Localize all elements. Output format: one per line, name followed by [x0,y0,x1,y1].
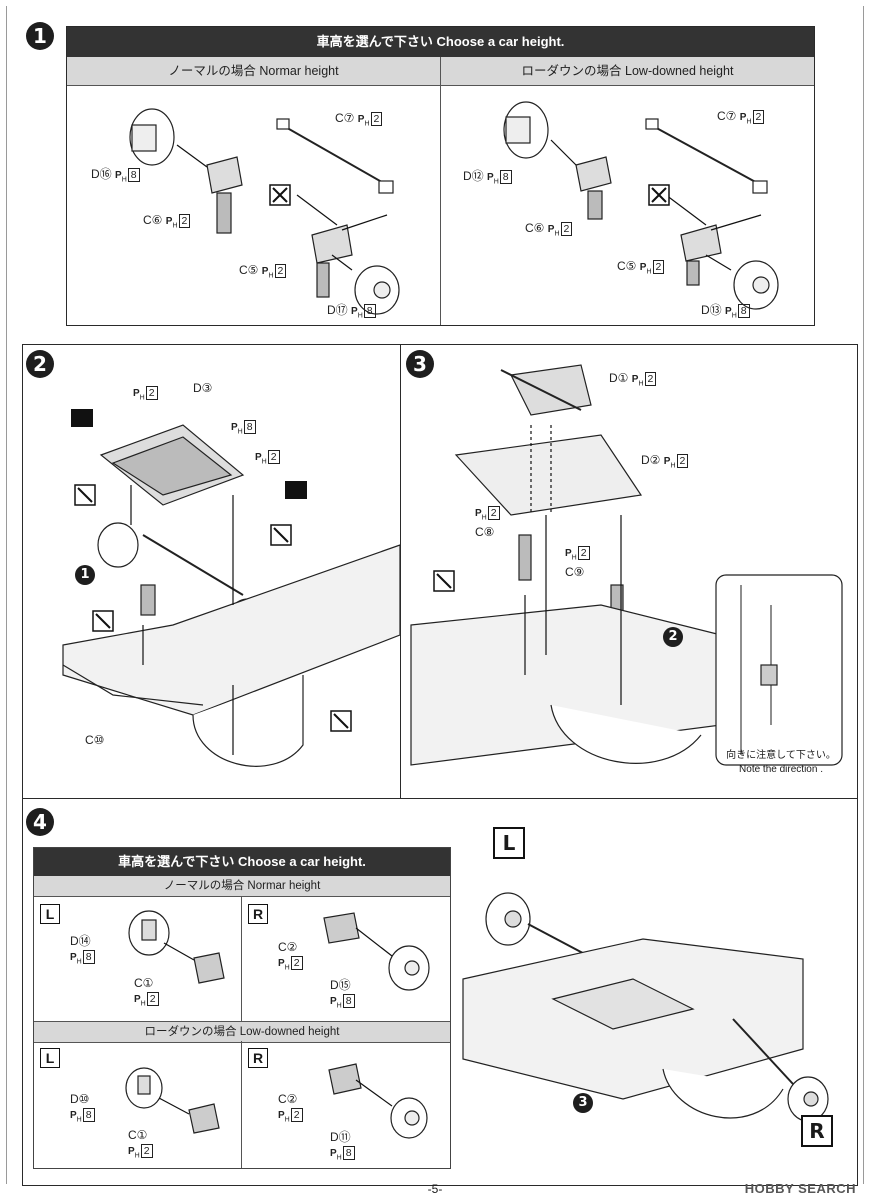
direction-note: 向きに注意して下さい。 Note the direction . [721,749,841,777]
part-label: C⑩ [85,733,105,747]
step-1-header: 車高を選んで下さい Choose a car height. [67,27,814,57]
right-marker: R [248,904,268,924]
step-2-number: 2 [26,350,54,378]
step-2-diagram [62,409,401,767]
step-1-normal-label: ノーマルの場合 Normar height [67,57,441,86]
step-4-divider [241,1041,242,1168]
step-4-low-label: ローダウンの場合 Low-downed height [34,1021,450,1043]
step-3-callout: 2 [663,627,683,647]
step-4-table: 車高を選んで下さい Choose a car height. ノーマルの場合 N… [33,847,451,1169]
step-1-number: 1 [26,22,54,50]
step-1-divider [440,85,441,325]
watermark: HOBBY SEARCH [744,1181,856,1196]
page-number: -5- [427,1182,443,1196]
step-4-table-diagram [125,910,430,1139]
step-4-chassis-diagram [462,892,829,1122]
step-4-callout: 3 [573,1093,593,1113]
note-en: Note the direction . [739,764,823,775]
step-3-diagram [410,364,843,766]
right-marker: R [801,1115,833,1147]
note-jp: 向きに注意して下さい。 [726,750,836,761]
step-4-number: 4 [26,808,54,836]
step-4-divider [241,896,242,1021]
step-4-header: 車高を選んで下さい Choose a car height. [34,848,450,876]
step-1-box: 車高を選んで下さい Choose a car height. ノーマルの場合 N… [66,26,815,326]
step-2-callout: 1 [75,565,95,585]
step-3-number: 3 [406,350,434,378]
step-1-normal-diagram [129,108,400,315]
step-1-low-diagram [503,101,779,310]
step-4-normal-label: ノーマルの場合 Normar height [34,876,450,897]
page-frame [6,6,864,1184]
left-marker: L [40,1048,60,1068]
part-label: D③ [193,381,213,395]
right-marker: R [248,1048,268,1068]
step-1-low-label: ローダウンの場合 Low-downed height [441,57,814,86]
left-marker: L [493,827,525,859]
left-marker: L [40,904,60,924]
step-4-box: 車高を選んで下さい Choose a car height. ノーマルの場合 N… [22,798,858,1186]
